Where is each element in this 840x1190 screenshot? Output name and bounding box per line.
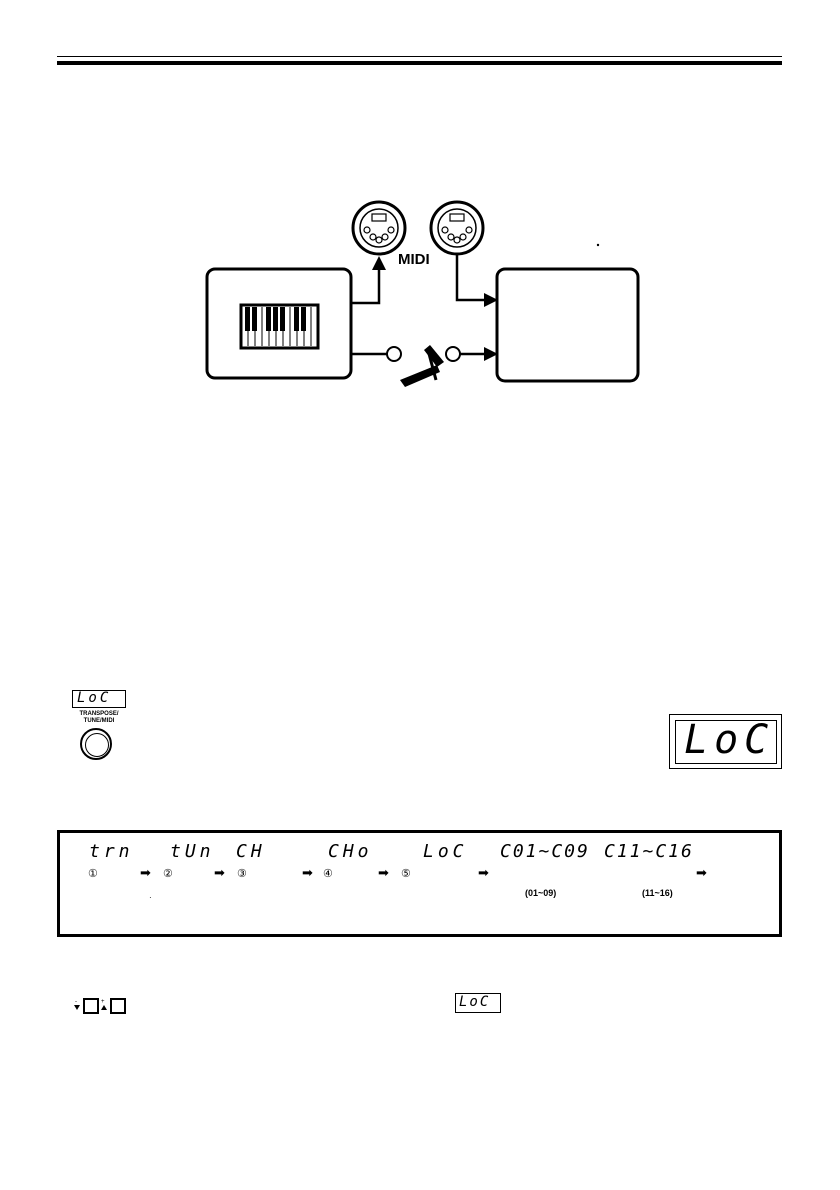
transpose-tune-midi-button[interactable] — [80, 728, 112, 760]
cut-cable-icon — [400, 345, 444, 387]
loc-small-display-text: LoC — [77, 690, 112, 706]
step-number: ② — [163, 868, 173, 880]
step-display: trn — [89, 841, 134, 862]
step-display: tUn — [170, 841, 215, 862]
up-down-buttons: - + — [73, 995, 143, 1015]
range-display: C01~C09 — [500, 841, 590, 862]
receiver-device-box — [495, 267, 640, 383]
step-number: ① — [88, 868, 98, 880]
triangle-up-icon — [101, 1005, 107, 1010]
midi-in-connector-icon — [429, 200, 485, 256]
step-display: CH — [236, 841, 266, 862]
arrow-right-icon: ➡ — [378, 865, 389, 880]
midi-mode-sequence-panel: trn ① ➡ tUn ② ➡ CH ③ ➡ CHo ④ ➡ LoC ⑤ ➡ C… — [57, 830, 782, 937]
arrow-right-icon: ➡ — [214, 865, 225, 880]
midi-in-cable — [455, 254, 486, 302]
up-button[interactable] — [110, 998, 126, 1014]
audio-jack-right-icon — [445, 346, 461, 362]
arrow-right-icon — [484, 347, 498, 361]
svg-text:+: + — [101, 999, 105, 1005]
midi-out-connector-icon — [351, 200, 407, 256]
loc-bottom-display-text: LoC — [459, 994, 491, 1010]
loc-large-display: LoC — [669, 714, 782, 769]
button-inner-ring — [85, 733, 109, 757]
arrow-right-icon: ➡ — [302, 865, 313, 880]
down-button[interactable] — [83, 998, 99, 1014]
arrow-right-icon — [484, 293, 498, 307]
svg-text:-: - — [75, 999, 77, 1005]
audio-jack-left-icon — [386, 346, 402, 362]
triangle-down-icon — [74, 1005, 80, 1010]
step-number: ④ — [323, 868, 333, 880]
range-label: (01~09) — [525, 888, 557, 898]
step-number: ③ — [237, 868, 247, 880]
stray-dot: · — [149, 893, 152, 902]
arrow-right-icon: ➡ — [478, 865, 489, 880]
step-display: LoC — [423, 841, 468, 862]
transpose-button-label: TRANSPOSE/ TUNE/MIDI — [79, 711, 119, 724]
step-number: ⑤ — [401, 868, 411, 880]
step-display: CHo — [328, 841, 373, 862]
loc-large-display-text: LoC — [684, 717, 775, 763]
loc-large-display-inner: LoC — [675, 717, 777, 764]
range-label: (11~16) — [642, 888, 673, 898]
header-rule-thick — [57, 61, 782, 65]
loc-bottom-display: LoC — [455, 993, 501, 1013]
header-rule-thin — [57, 56, 782, 57]
keyboard-keys-icon — [239, 303, 320, 350]
arrow-right-icon: ➡ — [696, 865, 707, 880]
arrow-right-icon: ➡ — [140, 865, 151, 880]
arrow-up-icon — [372, 256, 386, 270]
range-display: C11~C16 — [604, 841, 694, 862]
stray-dot — [596, 243, 600, 247]
loc-small-display: LoC — [72, 690, 126, 708]
midi-out-cable — [351, 265, 381, 305]
midi-label: MIDI — [398, 251, 430, 268]
